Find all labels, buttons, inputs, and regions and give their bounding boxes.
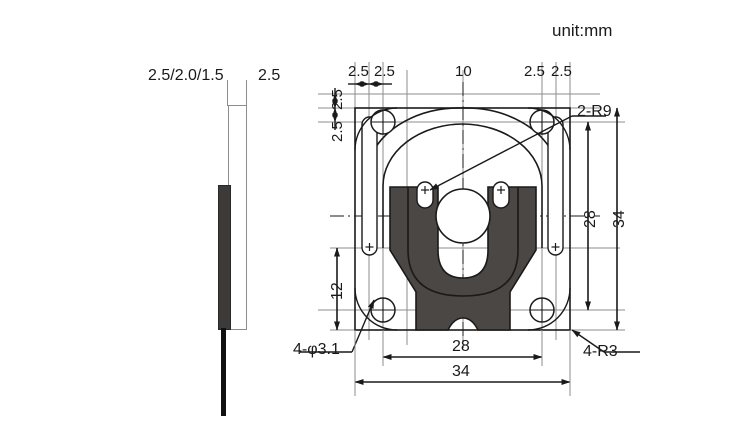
slot-right-long <box>547 116 564 256</box>
right-dim-label-28: 28 <box>582 210 599 228</box>
slot-center-marks <box>365 186 560 251</box>
top-dim-label-3: 10 <box>455 63 472 80</box>
hole-center-marks <box>371 110 554 322</box>
top-dim-label-2: 2.5 <box>374 63 395 80</box>
side-view-lead-wire <box>221 328 226 416</box>
inner-bracket-arc <box>382 123 543 248</box>
magnet-body-shape <box>389 186 537 331</box>
callout-label-4r3: 4-R3 <box>583 343 618 360</box>
right-dim-label-34: 34 <box>611 210 628 228</box>
rounded-slots <box>361 116 564 256</box>
bottom-dim-label-34: 34 <box>452 363 470 380</box>
unit-note: unit:mm <box>552 21 613 40</box>
left-dim-label-12: 12 <box>329 282 346 300</box>
slot-upper-left <box>416 181 434 209</box>
left-dim-label-1: 2.5 <box>329 89 346 110</box>
top-dim-label-1: 2.5 <box>348 63 369 80</box>
slot-left-long <box>361 116 378 256</box>
slot-upper-right <box>492 181 510 209</box>
callout-label-4phi31: 4-φ3.1 <box>293 341 340 358</box>
left-dim-label-2: 2.5 <box>329 121 346 142</box>
top-dim-label-4: 2.5 <box>524 63 545 80</box>
side-view-tick-left <box>227 80 228 106</box>
bottom-dim-label-28: 28 <box>452 338 470 355</box>
callout-label-2r9: 2-R9 <box>577 103 612 120</box>
inner-u-channel <box>407 187 519 297</box>
top-dim-label-5: 2.5 <box>551 63 572 80</box>
side-view-tick-right <box>246 80 247 106</box>
corner-fillet-arcs <box>354 107 571 331</box>
center-hole <box>435 188 491 244</box>
side-view-plate-label: 2.5 <box>258 67 281 84</box>
callout-leaders <box>300 115 640 353</box>
side-view-thickness-label: 2.5/2.0/1.5 <box>148 67 224 84</box>
bottom-extension-lines <box>354 330 571 392</box>
